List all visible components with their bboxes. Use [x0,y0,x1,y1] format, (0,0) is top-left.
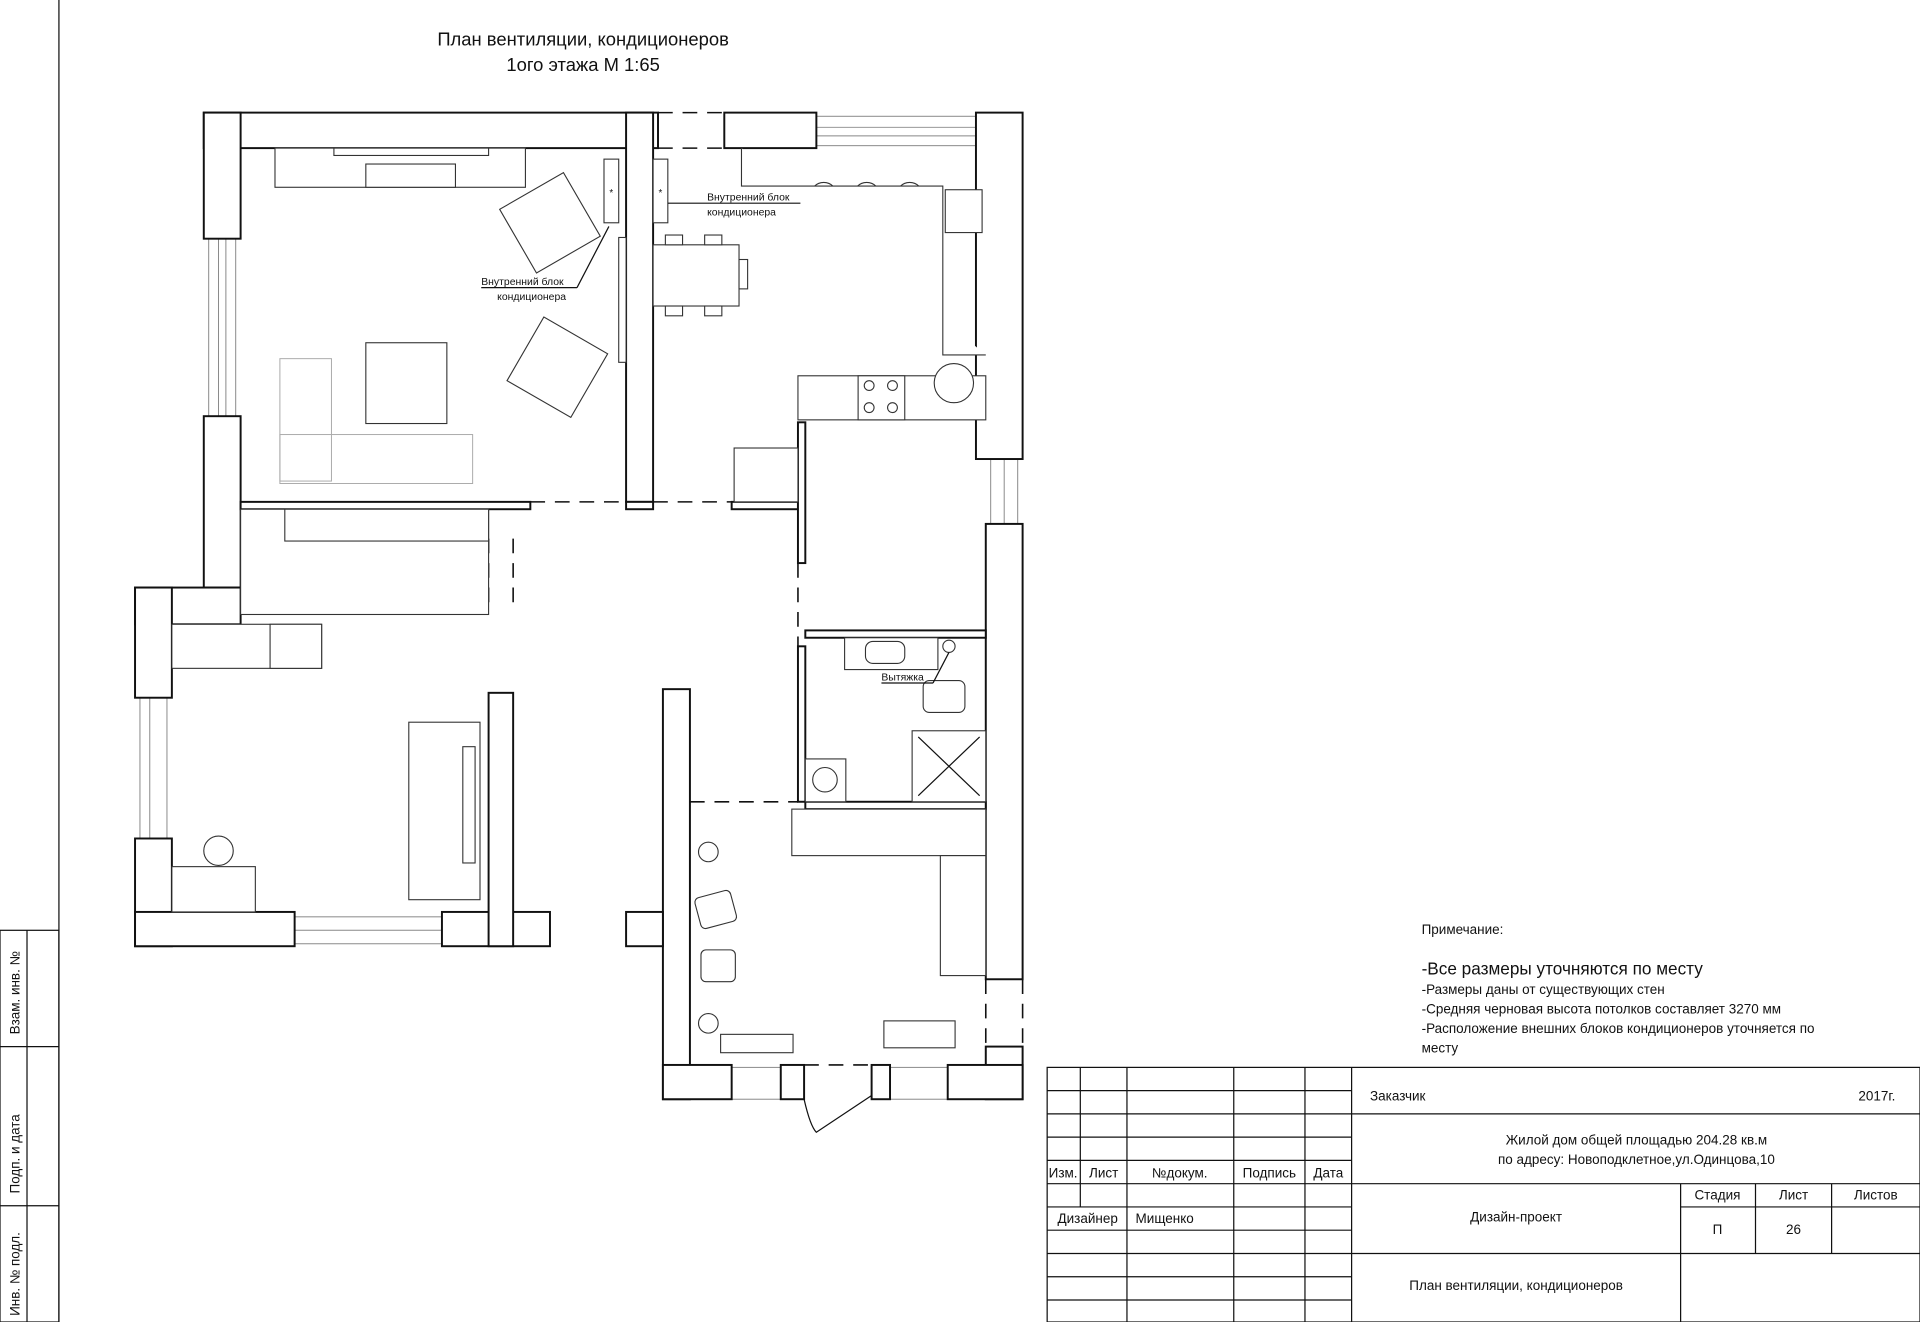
svg-text:*: * [609,188,613,199]
drawing-title-block: План вентиляции, кондиционеров [1409,1278,1623,1293]
svg-text:*: * [659,188,663,199]
notes-main: -Все размеры уточняются по месту [1422,958,1704,978]
year: 2017г. [1858,1088,1895,1103]
hood-label: Вытяжка [881,673,924,684]
hdr-date: Дата [1313,1166,1343,1181]
stamp-cell-2: Подп. и дата [8,1114,23,1194]
side-stamp: Взам. инв. № Подп. и дата Инв. № подл. [0,0,60,1322]
sheets-header: Листов [1854,1188,1898,1203]
notes-heading: Примечание: [1422,922,1504,937]
sheet-value: 26 [1786,1222,1801,1237]
drawing-title-line1: План вентиляции, кондиционеров [437,28,729,49]
stage-header: Стадия [1694,1188,1740,1203]
ac-label-kitchen-1: Внутренний блок [707,192,790,204]
furniture: * * [171,147,987,1054]
hdr-signature: Подпись [1243,1166,1296,1181]
note-item: месту [1422,1041,1459,1056]
ac-label-kitchen-2: кондиционера [707,207,776,218]
title-block: Изм. Лист №докум. Подпись Дата Дизайнер … [1046,1066,1920,1322]
floor-plan: * * Внутренн [134,111,1024,1134]
note-item: -Расположение внешних блоков кондиционер… [1422,1021,1815,1036]
hdr-sheet: Лист [1089,1166,1118,1181]
hdr-change: Изм. [1049,1166,1078,1181]
project-type: Дизайн-проект [1470,1210,1562,1225]
sheet-header: Лист [1779,1188,1808,1203]
object-line2: по адресу: Новоподклетное,ул.Одинцова,10 [1498,1152,1775,1167]
notes: Примечание: -Все размеры уточняются по м… [1422,922,1815,1056]
object-line1: Жилой дом общей площадью 204.28 кв.м [1506,1133,1767,1148]
stamp-cell-1: Взам. инв. № [8,951,23,1034]
note-item: -Размеры даны от существующих стен [1422,982,1665,997]
ac-label-living-1: Внутренний блок [481,276,564,288]
ac-label-living-2: кондиционера [497,292,566,303]
stamp-cell-3: Инв. № подл. [8,1232,23,1316]
customer-label: Заказчик [1370,1088,1426,1103]
plan-labels: Внутренний блок кондиционера Внутренний … [481,192,956,684]
walls [134,111,1024,1101]
stage-value: П [1713,1222,1723,1237]
designer-role: Дизайнер [1057,1211,1117,1226]
note-item: -Средняя черновая высота потолков состав… [1422,1002,1781,1017]
designer-name: Мищенко [1136,1211,1194,1226]
hdr-doc-no: №докум. [1152,1166,1208,1181]
drawing-title-line2: 1ого этажа М 1:65 [506,54,659,75]
